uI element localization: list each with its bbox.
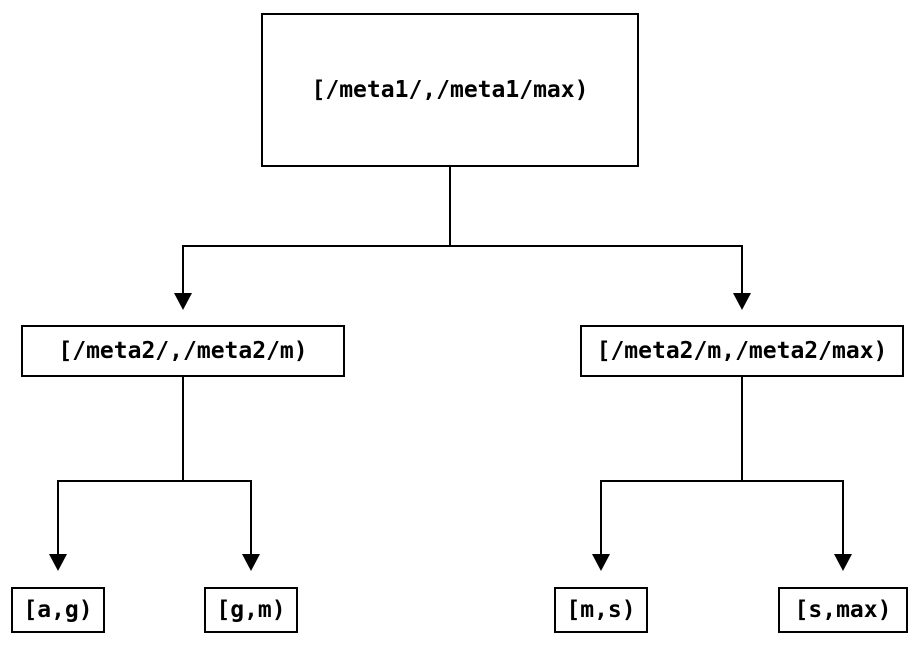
node-leaf-smax: [s,max) <box>778 587 908 633</box>
edge-left-children <box>49 377 260 571</box>
node-left-label: [/meta2/,/meta2/m) <box>58 338 308 364</box>
node-leaf-ag-label: [a,g) <box>23 597 93 623</box>
edge-right-children <box>592 377 852 571</box>
node-leaf-smax-label: [s,max) <box>794 597 892 623</box>
node-right-label: [/meta2/m,/meta2/max) <box>596 338 888 364</box>
node-root: [/meta1/,/meta1/max) <box>261 13 639 167</box>
arrowhead-to-left-subtree <box>174 293 192 310</box>
arrowhead-to-leaf-smax <box>834 554 852 571</box>
arrowhead-to-leaf-ms <box>592 554 610 571</box>
node-leaf-ms: [m,s) <box>554 587 648 633</box>
node-leaf-gm: [g,m) <box>204 587 298 633</box>
arrowhead-to-right-subtree <box>733 293 751 310</box>
node-leaf-ms-label: [m,s) <box>566 597 636 623</box>
arrowhead-to-leaf-gm <box>242 554 260 571</box>
node-root-label: [/meta1/,/meta1/max) <box>311 77 589 103</box>
edge-root-children <box>174 167 751 310</box>
arrowhead-to-leaf-ag <box>49 554 67 571</box>
node-left-subtree: [/meta2/,/meta2/m) <box>21 325 345 377</box>
node-leaf-ag: [a,g) <box>11 587 105 633</box>
node-right-subtree: [/meta2/m,/meta2/max) <box>580 325 904 377</box>
node-leaf-gm-label: [g,m) <box>216 597 286 623</box>
